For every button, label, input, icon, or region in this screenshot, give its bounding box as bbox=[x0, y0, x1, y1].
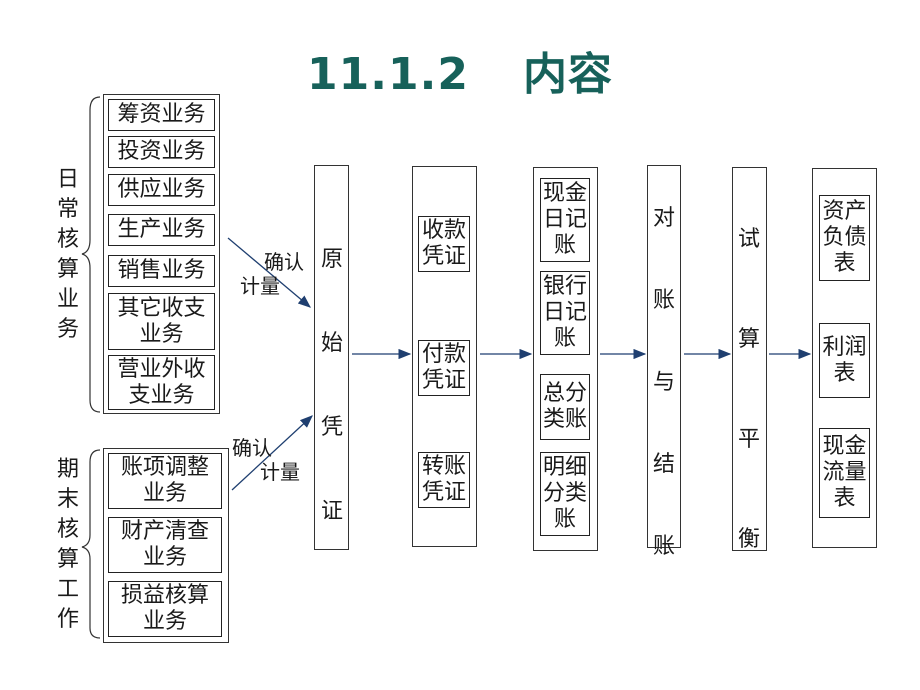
reconcile-label: 对账与结账 bbox=[652, 206, 675, 559]
daily-item: 生产业务 bbox=[108, 214, 215, 246]
original-voucher-label: 原始凭证 bbox=[320, 247, 343, 524]
period-group bbox=[103, 448, 229, 643]
ledger-cash-journal: 现金日记账 bbox=[540, 178, 590, 262]
upper-arrow-label: 确认计量 bbox=[240, 250, 304, 298]
daily-item: 销售业务 bbox=[108, 255, 215, 287]
report-balance-sheet: 资产负债表 bbox=[819, 195, 870, 281]
page-title: 11.1.2 内容 bbox=[0, 38, 920, 102]
reconcile-column bbox=[647, 165, 681, 548]
trial-balance-label: 试算平衡 bbox=[737, 227, 760, 552]
daily-item: 其它收支业务 bbox=[108, 293, 215, 350]
arrow-period-to-original bbox=[231, 415, 313, 491]
daily-label: 日常核算业务 bbox=[56, 167, 79, 342]
title-text: 内容 bbox=[522, 49, 613, 100]
title-number: 11.1.2 bbox=[307, 49, 469, 100]
report-cash-flow: 现金流量表 bbox=[819, 428, 870, 518]
period-brace bbox=[81, 449, 101, 639]
lower-arrow-label: 确认计量 bbox=[232, 436, 300, 484]
ledger-bank-journal: 银行日记账 bbox=[540, 271, 590, 355]
period-item: 损益核算业务 bbox=[108, 581, 222, 637]
ledger-general: 总分类账 bbox=[540, 374, 590, 440]
arrow-daily-to-original bbox=[227, 237, 311, 308]
period-label: 期末核算工作 bbox=[56, 457, 79, 632]
daily-item: 筹资业务 bbox=[108, 99, 215, 131]
voucher-transfer: 转账凭证 bbox=[418, 452, 470, 508]
daily-item: 投资业务 bbox=[108, 136, 215, 168]
daily-item: 供应业务 bbox=[108, 174, 215, 206]
daily-brace bbox=[81, 96, 101, 413]
period-item: 账项调整业务 bbox=[108, 453, 222, 509]
original-voucher-column bbox=[314, 165, 349, 550]
report-income-statement: 利润表 bbox=[819, 323, 870, 398]
trial-balance-column bbox=[732, 167, 767, 551]
voucher-receipt: 收款凭证 bbox=[418, 216, 470, 272]
daily-group bbox=[103, 94, 220, 414]
voucher-payment: 付款凭证 bbox=[418, 340, 470, 396]
period-item: 财产清查业务 bbox=[108, 517, 222, 573]
ledger-detail: 明细分类账 bbox=[540, 452, 590, 536]
daily-item: 营业外收支业务 bbox=[108, 355, 215, 410]
